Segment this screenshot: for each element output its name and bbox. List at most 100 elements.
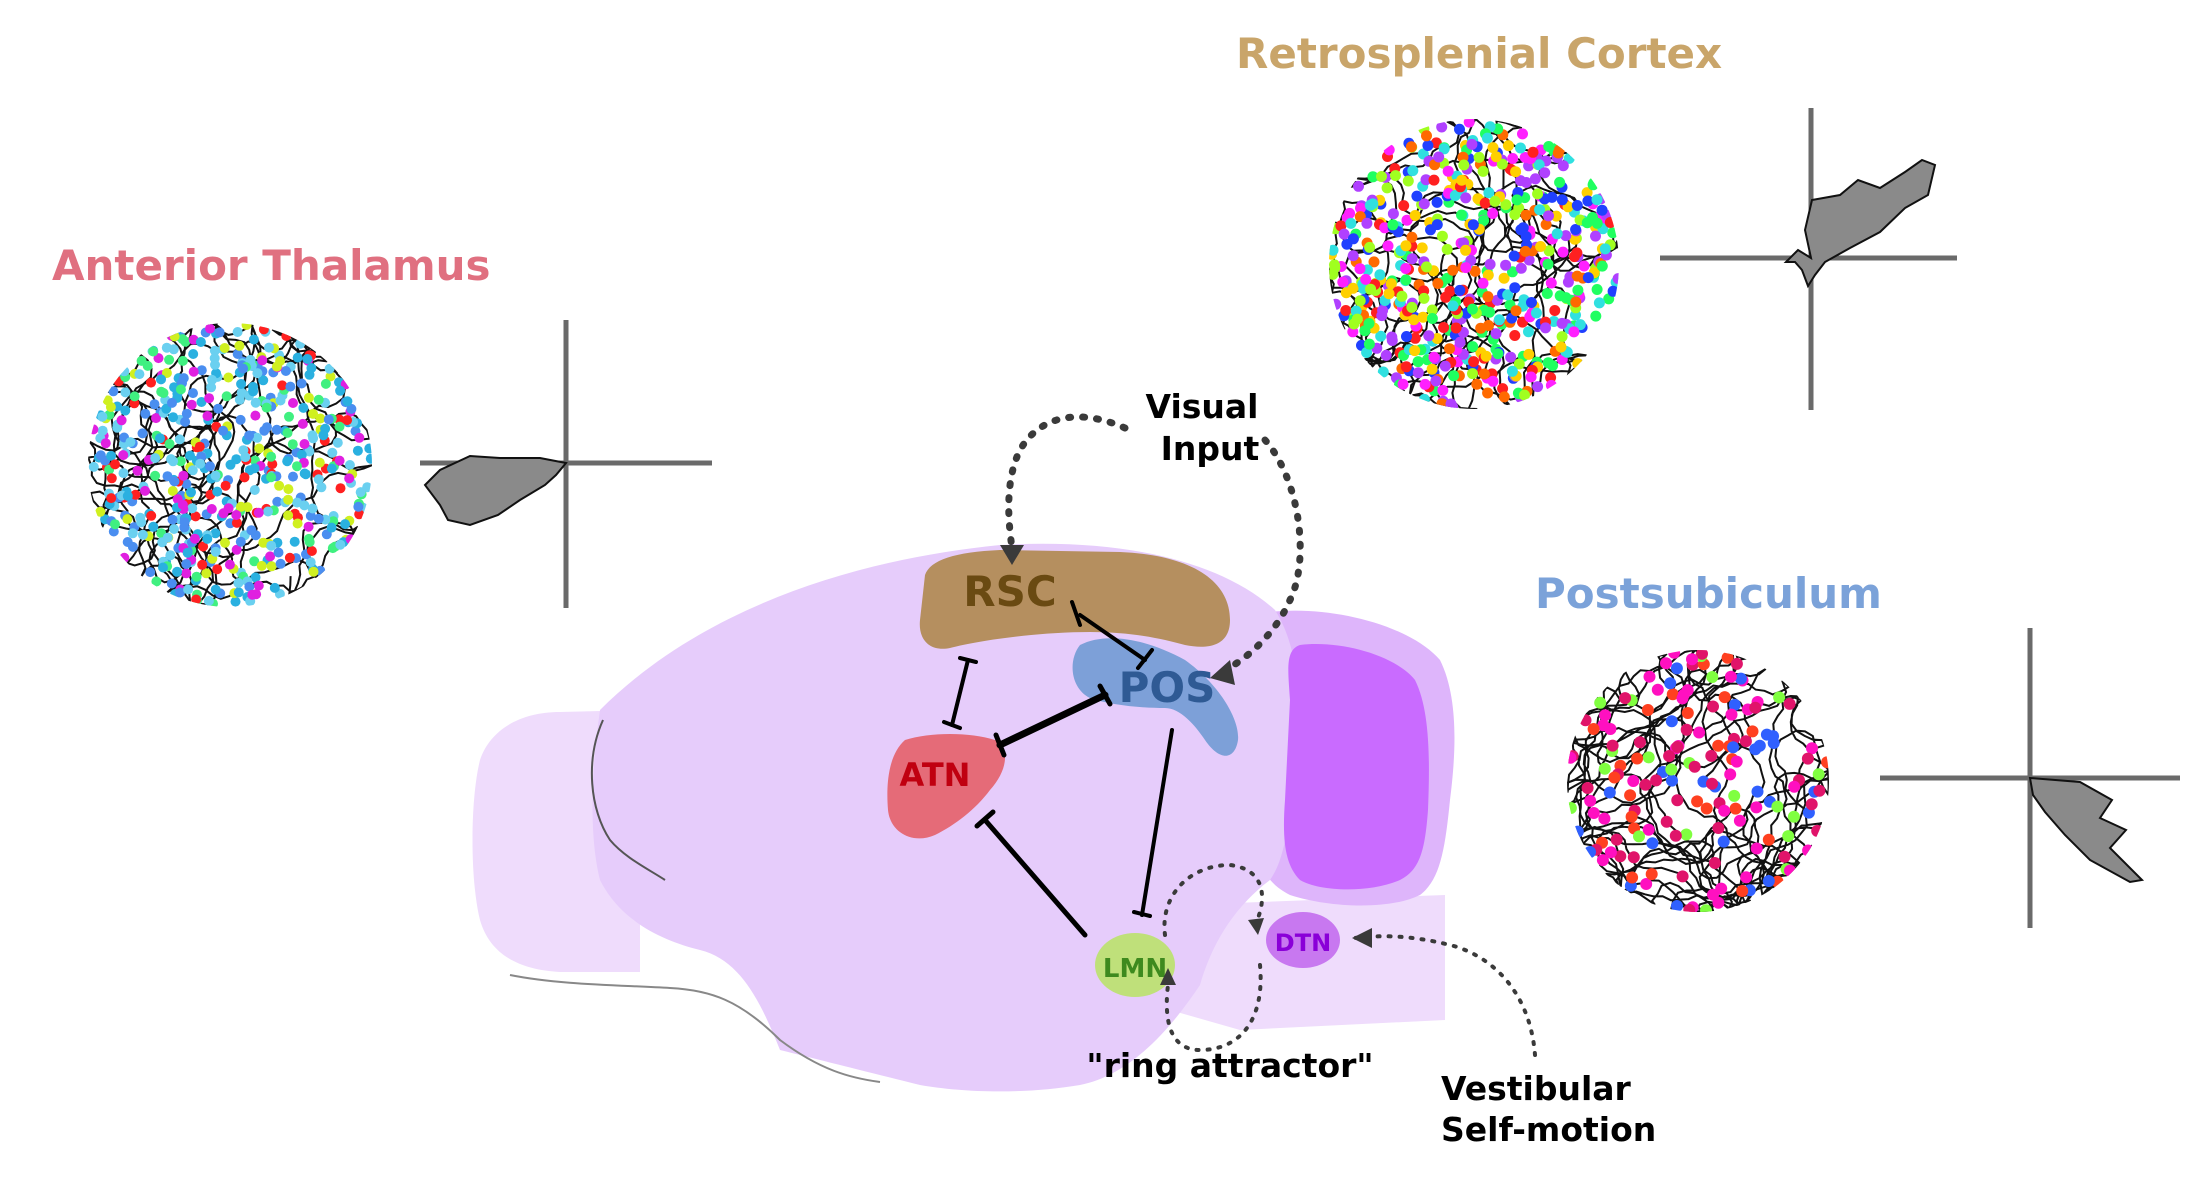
spike-dot — [191, 594, 202, 605]
spike-dot — [95, 450, 106, 461]
spike-dot — [249, 485, 260, 495]
spike-dot — [1364, 241, 1376, 253]
spike-dot — [1730, 755, 1743, 768]
region-rsc — [919, 550, 1230, 649]
spike-dot — [1456, 174, 1468, 186]
spike-dot — [1550, 210, 1562, 222]
spike-dot — [1603, 786, 1616, 799]
spike-dot — [1490, 151, 1502, 163]
spike-dot — [155, 433, 165, 444]
spike-dot — [1739, 735, 1752, 748]
spike-dot — [1725, 708, 1738, 721]
spike-dot — [1646, 837, 1659, 850]
spike-dot — [1680, 723, 1693, 736]
spike-dot — [266, 561, 277, 572]
spike-dot — [335, 539, 346, 550]
spike-dot — [201, 568, 212, 579]
spike-dot — [342, 415, 353, 426]
spike-dot — [1405, 141, 1417, 153]
spike-dot — [1479, 197, 1491, 209]
spike-dot — [1750, 801, 1763, 814]
spike-dot — [352, 445, 363, 456]
spike-dot — [236, 379, 247, 389]
spike-dot — [182, 547, 193, 558]
spike-dot — [198, 541, 209, 552]
spike-dot — [188, 349, 199, 359]
spike-dot — [1523, 254, 1535, 266]
spike-dot — [1338, 228, 1350, 240]
spike-dot — [1751, 785, 1764, 798]
spike-dot — [244, 430, 255, 441]
connection-lmn-to-atn — [974, 809, 1088, 938]
vestibular-label-line2: Self-motion — [1441, 1110, 1656, 1149]
spike-dot — [1591, 194, 1603, 206]
spike-dot — [334, 421, 345, 432]
spike-dot — [1329, 244, 1339, 256]
spike-dot — [1340, 287, 1352, 299]
spike-dot — [1681, 707, 1694, 719]
anterior-thalamus-title: Anterior Thalamus — [52, 241, 491, 290]
spike-dot — [1467, 368, 1478, 380]
retrosplenial-trajectory-plot — [1327, 117, 1621, 411]
spike-dot — [1545, 277, 1557, 289]
spike-dot — [1590, 310, 1602, 322]
spike-dot — [1380, 349, 1392, 361]
spike-dot — [1482, 269, 1494, 281]
spike-dot — [256, 560, 267, 571]
spike-dot — [288, 398, 298, 408]
spike-dot — [136, 355, 147, 366]
spike-dot — [1556, 194, 1568, 206]
spike-dot — [1543, 141, 1555, 152]
spike-dot — [304, 446, 315, 457]
spike-dot — [323, 414, 334, 425]
spike-dot — [127, 541, 138, 552]
spike-dot — [1469, 265, 1481, 277]
spike-dot — [332, 437, 343, 448]
anterior-thalamus-trajectory-plot — [86, 321, 374, 609]
spike-dot — [292, 518, 303, 529]
spike-dot — [210, 470, 221, 481]
tuning-curve — [2028, 776, 2145, 884]
spike-dot — [181, 559, 192, 569]
spike-dot — [1782, 830, 1795, 843]
connection-pos-to-atn — [993, 683, 1113, 758]
region-lmn — [1095, 933, 1175, 997]
spike-dot — [234, 394, 245, 405]
spike-dot — [194, 441, 205, 452]
spike-dot — [1801, 752, 1814, 765]
spike-dot — [221, 391, 232, 402]
spike-dot — [230, 596, 241, 607]
spike-dot — [1660, 657, 1672, 670]
spike-dot — [1681, 684, 1694, 697]
spike-dot — [175, 384, 186, 395]
spike-dot — [1507, 153, 1519, 164]
spike-dot — [1733, 814, 1746, 827]
spike-dot — [1347, 250, 1359, 262]
spike-dot — [307, 503, 318, 514]
spike-dot — [1377, 305, 1389, 316]
spike-dot — [1481, 132, 1493, 144]
spike-dot — [231, 544, 242, 555]
spike-dot — [1444, 343, 1455, 355]
spike-dot — [1376, 171, 1387, 182]
spike-dot — [1418, 292, 1430, 304]
connection-pos-to-lmn — [1132, 728, 1174, 918]
spike-dot — [97, 411, 108, 422]
spike-dot — [97, 425, 108, 436]
spike-dot — [1430, 137, 1442, 149]
spike-dot — [1650, 774, 1663, 787]
spike-dot — [1643, 670, 1656, 683]
spike-dot — [1430, 375, 1442, 387]
spike-dot — [1718, 691, 1731, 704]
spike-dot — [313, 394, 324, 405]
spike-dot — [1385, 278, 1397, 290]
spike-dot — [253, 580, 264, 591]
spike-dot — [164, 354, 175, 365]
spike-dot — [166, 578, 177, 589]
spike-dot — [149, 399, 160, 410]
spike-dot — [1746, 725, 1759, 738]
spike-dot — [238, 363, 249, 374]
spike-dot — [1361, 217, 1373, 229]
spike-dot — [1730, 657, 1743, 670]
spike-dot — [1671, 741, 1684, 753]
